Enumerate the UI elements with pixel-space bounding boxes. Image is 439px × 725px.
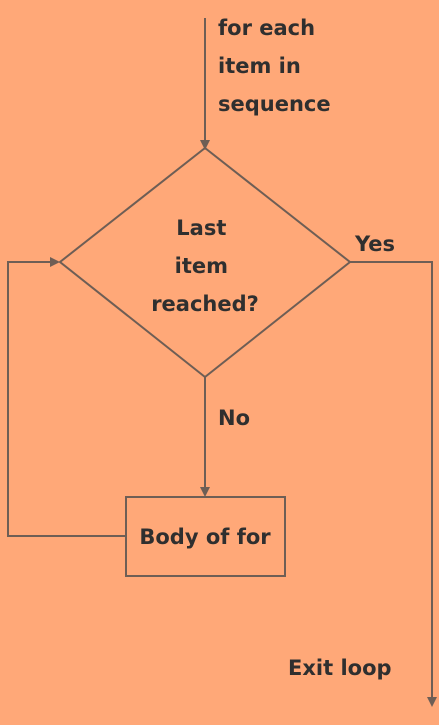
body-label: Body of for: [139, 525, 271, 549]
decision-label-line-1: Last: [176, 216, 226, 240]
start-label-line-3: sequence: [218, 92, 331, 116]
exit-path: [350, 261, 437, 707]
exit-label: Exit loop: [288, 656, 392, 680]
start-label-line-2: item in: [218, 54, 301, 78]
decision-label: Last item reached?: [151, 216, 259, 316]
start-label: for each item in sequence: [218, 16, 331, 116]
loop-back-path: [7, 257, 126, 537]
start-label-line-1: for each: [218, 16, 315, 40]
yes-label: Yes: [354, 232, 395, 256]
no-label: No: [218, 406, 250, 430]
decision-label-line-2: item: [175, 254, 228, 278]
decision-label-line-3: reached?: [151, 292, 259, 316]
